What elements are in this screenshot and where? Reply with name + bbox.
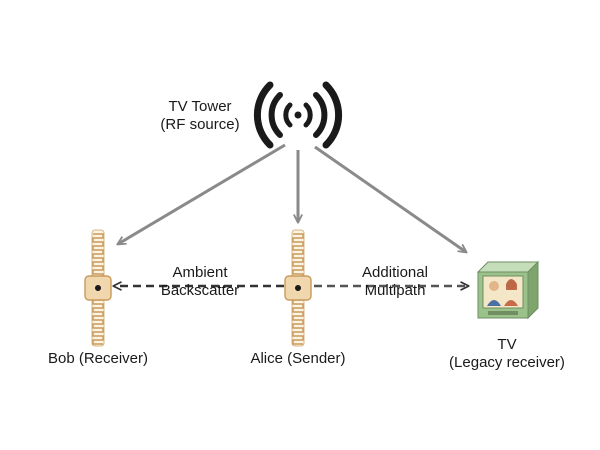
tower-label-line2: (RF source): [160, 116, 240, 133]
tower-to-tv-arrow: [314, 145, 466, 252]
ambient-backscatter-line1: Ambient: [172, 264, 228, 281]
alice-rfid-tag-icon: [284, 229, 312, 347]
tower-label: TV Tower (RF source): [140, 98, 260, 134]
tv-label-line1: TV: [497, 336, 517, 353]
bob-label: Bob (Receiver): [47, 350, 149, 367]
tower-to-bob-arrow: [118, 143, 286, 244]
tv-label-line2: (Legacy receiver): [449, 354, 565, 371]
bob-rfid-tag-icon: [84, 229, 112, 347]
ambient-backscatter-label: Ambient Backscatter: [150, 264, 250, 300]
tv-set-icon: [476, 260, 540, 320]
additional-multipath-line2: Multipath: [364, 282, 426, 299]
additional-multipath-line1: Additional: [362, 264, 428, 281]
tv-label: TV (Legacy receiver): [432, 336, 582, 372]
tower-label-line1: TV Tower: [168, 98, 232, 115]
alice-label: Alice (Sender): [250, 350, 346, 367]
ambient-backscatter-line2: Backscatter: [160, 282, 240, 299]
broadcast-tower-icon: [253, 81, 343, 149]
additional-multipath-label: Additional Multipath: [345, 264, 445, 300]
